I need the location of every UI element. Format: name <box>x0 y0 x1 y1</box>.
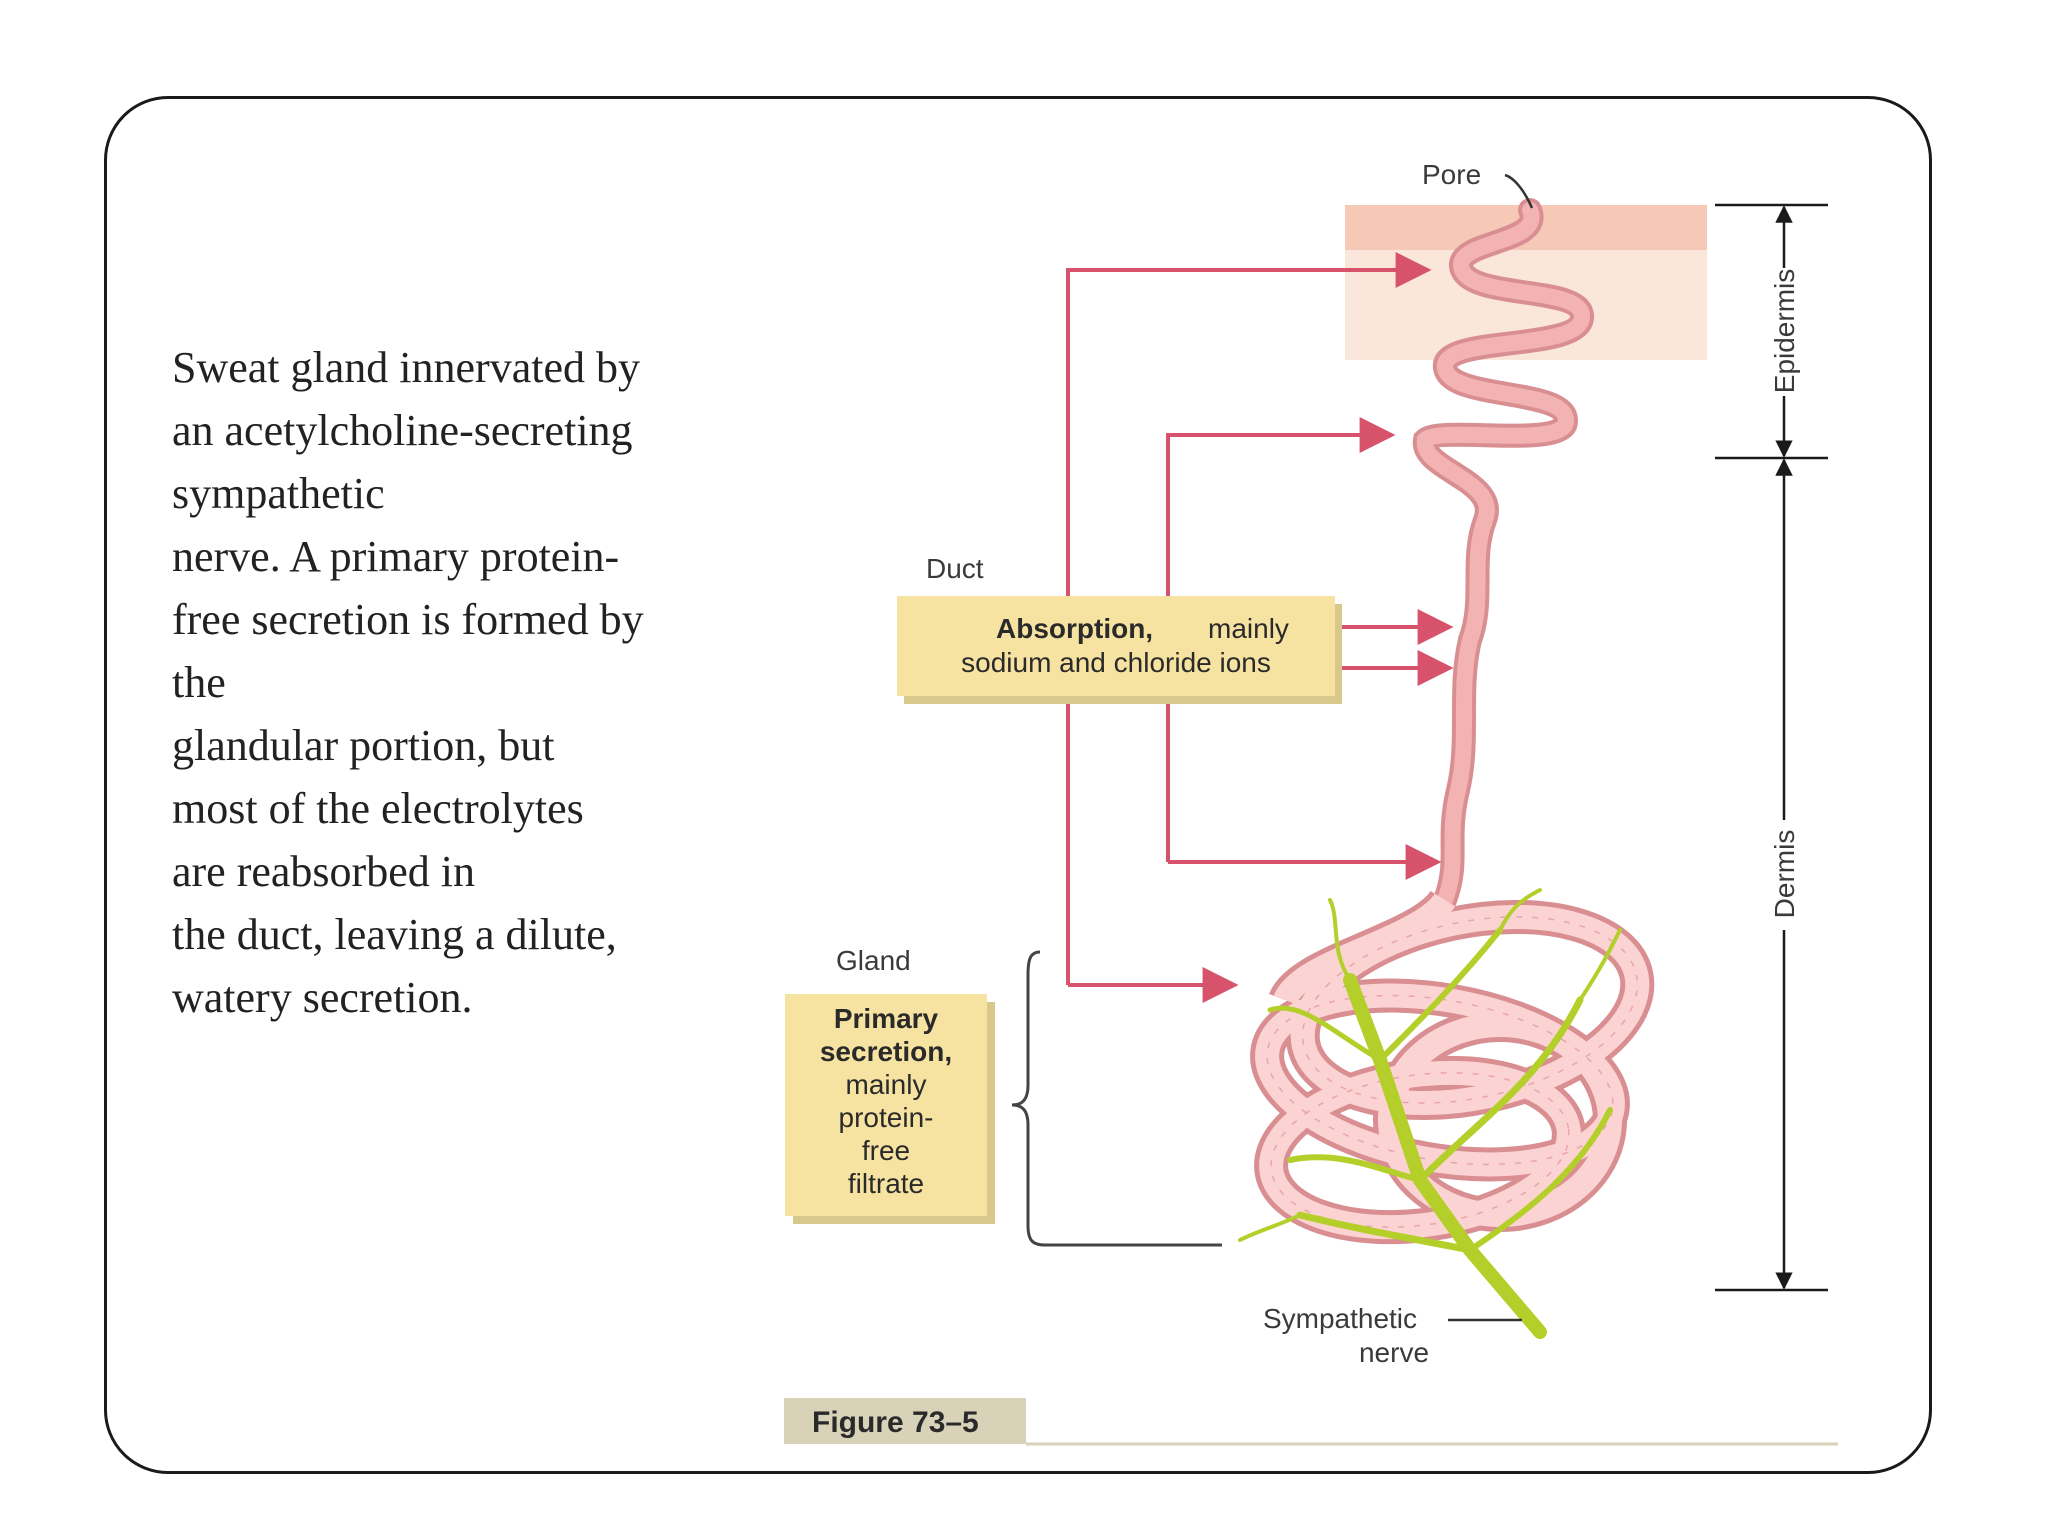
description-line: the <box>172 658 226 707</box>
layer-bracket <box>1715 203 1828 1292</box>
sweat-duct <box>1412 198 1594 912</box>
description-line: sympathetic <box>172 469 385 518</box>
description-line: most of the electrolytes <box>172 784 584 833</box>
description-line: nerve. A primary protein- <box>172 532 620 581</box>
primary-line: free <box>862 1135 910 1166</box>
absorption-mainly: mainly <box>1208 613 1289 644</box>
pore-label: Pore <box>1422 159 1481 190</box>
description-line: an acetylcholine-secreting <box>172 406 633 455</box>
description-text: Sweat gland innervated by an acetylcholi… <box>172 336 692 1029</box>
description-line: Sweat gland innervated by <box>172 343 640 392</box>
primary-line: protein- <box>839 1102 934 1133</box>
epidermis-label: Epidermis <box>1769 269 1800 393</box>
nerve-label-line2: nerve <box>1359 1337 1429 1368</box>
absorption-bold: Absorption, <box>996 613 1153 644</box>
gland-brace <box>1011 950 1222 1247</box>
primary-line: secretion, <box>820 1036 952 1067</box>
absorption-line2: sodium and chloride ions <box>961 647 1271 678</box>
figure-caption: Figure 73–5 <box>812 1406 979 1439</box>
description-line: glandular portion, but <box>172 721 555 770</box>
primary-line: filtrate <box>848 1168 924 1199</box>
primary-secretion-box <box>785 994 995 1224</box>
primary-line: Primary <box>834 1003 939 1034</box>
sweat-gland-coil <box>1250 889 1655 1245</box>
gland-label: Gland <box>836 945 911 976</box>
description-line: the duct, leaving a dilute, <box>172 910 617 959</box>
sympathetic-nerve <box>1238 888 1622 1339</box>
description-line: are reabsorbed in <box>172 847 475 896</box>
description-line: free secretion is formed by <box>172 595 644 644</box>
pore-leader <box>1504 173 1534 209</box>
absorption-arrows <box>1066 252 1454 1003</box>
primary-line: mainly <box>846 1069 927 1100</box>
figure-caption-strip <box>784 1398 1838 1446</box>
nerve-label-line1: Sympathetic <box>1263 1303 1417 1334</box>
dermis-label: Dermis <box>1769 830 1800 919</box>
description-line: watery secretion. <box>172 973 473 1022</box>
duct-label: Duct <box>926 553 984 584</box>
absorption-box <box>897 596 1342 704</box>
